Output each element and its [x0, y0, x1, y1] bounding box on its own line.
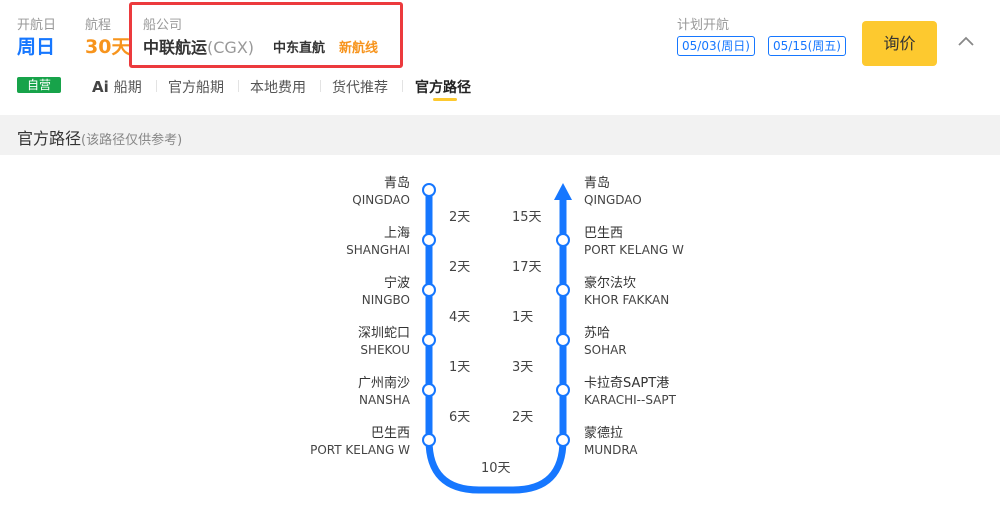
return-stop-marker [556, 383, 570, 397]
carrier-name[interactable]: 中联航运(CGX) [143, 34, 254, 58]
outbound-port: 巴生西 PORT KELANG W [190, 426, 410, 458]
port-name-cn: 巴生西 [584, 226, 624, 241]
port-name-cn: 广州南沙 [357, 376, 410, 391]
return-port: 蒙德拉 MUNDRA [584, 426, 637, 458]
port-name-en: NINGBO [361, 293, 410, 307]
new-route-badge: 新航线 [339, 41, 379, 56]
outbound-stop-marker [422, 333, 436, 347]
carrier-highlight-box [129, 2, 403, 68]
voyage-days: 30天 [85, 36, 131, 58]
port-name-cn: 青岛 [584, 176, 611, 191]
active-tab-indicator [433, 98, 457, 101]
port-name-en: NANSHA [358, 393, 410, 407]
return-stop-marker [556, 233, 570, 247]
tab-local-fees[interactable]: 本地费用 [250, 80, 306, 96]
route-diagram [422, 183, 572, 494]
route-type: 中东直航 [273, 41, 326, 56]
voyage-label: 航程 [85, 18, 112, 33]
return-stop-marker [556, 333, 570, 347]
chevron-up-icon[interactable] [957, 34, 975, 48]
section-header [0, 115, 1000, 155]
outbound-port: 宁波 NINGBO [190, 276, 410, 308]
outbound-port: 上海 SHANGHAI [190, 226, 410, 258]
port-name-cn: 蒙德拉 [584, 426, 624, 441]
return-port: 豪尔法坎 KHOR FAKKAN [584, 276, 669, 308]
route-arrow-icon [554, 183, 572, 200]
return-port: 苏哈 SOHAR [584, 326, 627, 358]
port-name-en: SHANGHAI [346, 243, 410, 257]
self-operated-badge: 自营 [17, 77, 61, 93]
port-name-cn: 青岛 [383, 176, 410, 191]
return-stop-marker [556, 433, 570, 447]
return-port: 卡拉奇SAPT港 KARACHI--SAPT [584, 376, 676, 408]
carrier-name-text: 中联航运 [143, 38, 208, 57]
port-name-cn: 豪尔法坎 [584, 276, 637, 291]
tab-official-route[interactable]: 官方路径 [415, 80, 471, 96]
section-title: 官方路径(该路径仅供参考) [17, 125, 182, 149]
outbound-leg-duration: 2天 [449, 260, 471, 275]
outbound-port: 深圳蛇口 SHEKOU [190, 326, 410, 358]
outbound-leg-duration: 6天 [449, 410, 471, 425]
return-port: 巴生西 PORT KELANG W [584, 226, 684, 258]
route-line [425, 186, 567, 494]
plan-sailing-label: 计划开航 [677, 18, 730, 33]
section-title-text: 官方路径 [17, 129, 82, 148]
port-name-en: QINGDAO [584, 193, 642, 207]
return-port: 青岛 QINGDAO [584, 176, 642, 208]
port-name-cn: 巴生西 [370, 426, 410, 441]
carrier-code: (CGX) [207, 38, 255, 57]
tab-forwarder-recommend[interactable]: 货代推荐 [332, 80, 388, 96]
outbound-stop-marker [422, 183, 436, 197]
tab-divider [156, 80, 157, 92]
tab-divider [402, 80, 403, 92]
outbound-stop-marker [422, 433, 436, 447]
stop-markers [422, 183, 570, 447]
outbound-port: 青岛 QINGDAO [190, 176, 410, 208]
return-leg-duration: 3天 [512, 360, 534, 375]
tab-official-schedule[interactable]: 官方船期 [168, 80, 224, 96]
port-name-en: SHEKOU [360, 343, 410, 357]
carrier-label: 船公司 [143, 18, 183, 33]
plan-date-chip[interactable]: 05/03(周日) [677, 36, 755, 56]
port-name-en: PORT KELANG W [584, 243, 684, 257]
return-leg-duration: 2天 [512, 410, 534, 425]
ai-icon: Ai [92, 78, 109, 96]
section-note: (该路径仅供参考) [81, 133, 183, 148]
port-name-cn: 上海 [383, 226, 410, 241]
port-name-cn: 宁波 [383, 276, 410, 291]
port-name-en: KHOR FAKKAN [584, 293, 670, 307]
turn-leg-duration: 10天 [481, 461, 511, 476]
outbound-stop-marker [422, 383, 436, 397]
tab-divider [320, 80, 321, 92]
inquire-button[interactable]: 询价 [862, 21, 937, 66]
outbound-stop-marker [422, 233, 436, 247]
port-name-en: PORT KELANG W [310, 443, 410, 457]
port-name-en: QINGDAO [352, 193, 410, 207]
port-name-cn: 卡拉奇SAPT港 [584, 376, 670, 391]
plan-date-chip[interactable]: 05/15(周五) [768, 36, 846, 56]
return-stop-marker [556, 283, 570, 297]
outbound-leg-duration: 1天 [449, 360, 471, 375]
outbound-leg-duration: 2天 [449, 210, 471, 225]
return-leg-duration: 15天 [512, 210, 542, 225]
port-name-en: SOHAR [584, 343, 627, 357]
tab-schedule-label: 船期 [113, 80, 142, 96]
port-name-cn: 苏哈 [584, 326, 611, 341]
return-leg-duration: 17天 [512, 260, 542, 275]
outbound-leg-duration: 4天 [449, 310, 471, 325]
port-name-en: KARACHI--SAPT [584, 393, 676, 407]
tab-divider [238, 80, 239, 92]
sail-day-label: 开航日 [17, 18, 57, 33]
outbound-port: 广州南沙 NANSHA [190, 376, 410, 408]
return-leg-duration: 1天 [512, 310, 534, 325]
outbound-stop-marker [422, 283, 436, 297]
sail-day-value: 周日 [17, 36, 56, 58]
port-name-cn: 深圳蛇口 [357, 326, 410, 341]
port-name-en: MUNDRA [584, 443, 638, 457]
